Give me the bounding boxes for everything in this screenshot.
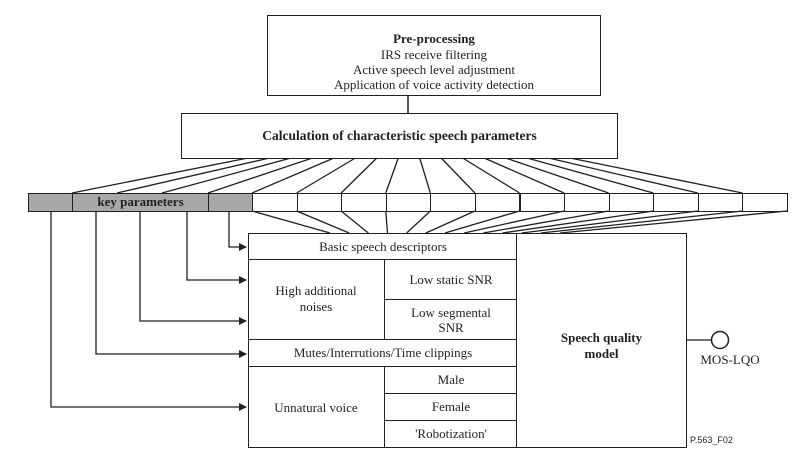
- fan-line: [548, 157, 698, 194]
- fan-line: [385, 157, 399, 194]
- fan-line: [251, 210, 331, 234]
- fan-line: [296, 157, 356, 194]
- fan-line: [483, 157, 565, 194]
- fan-top-lines: [71, 157, 743, 194]
- fan-bottom-lines: [251, 210, 788, 234]
- fan-line: [464, 210, 565, 234]
- divider: [248, 339, 518, 340]
- fan-line: [161, 157, 292, 194]
- preprocessing-title: Pre-processing: [393, 31, 475, 46]
- fan-line: [444, 210, 520, 234]
- fan-line: [116, 157, 270, 194]
- parameter-cell: [564, 193, 610, 212]
- key-parameters-label: key parameters: [97, 194, 184, 209]
- parameter-cell: [208, 193, 253, 212]
- figure-id-label: P.563_F02: [690, 435, 733, 445]
- divider: [384, 393, 518, 394]
- divider: [384, 299, 518, 300]
- arrow-basic-descriptors: [228, 211, 247, 251]
- fan-line: [440, 157, 476, 194]
- basic-speech-descriptors-label: Basic speech descriptors: [319, 239, 447, 254]
- divider: [248, 366, 518, 367]
- fan-line: [340, 210, 369, 234]
- speech-quality-model-label-line2: model: [584, 346, 619, 361]
- speech-quality-model-label-line1: Speech quality: [560, 330, 643, 345]
- arrow-mutes: [95, 211, 247, 358]
- fan-line: [559, 210, 788, 234]
- male-label: Male: [437, 372, 465, 387]
- fan-line: [526, 157, 654, 194]
- preprocessing-box: Pre-processing IRS receive filtering Act…: [267, 15, 601, 96]
- arrow-low-segmental-snr: [139, 211, 247, 325]
- parameter-cell: [474, 193, 521, 212]
- fan-line: [540, 210, 743, 234]
- parameter-cell: [519, 193, 566, 212]
- parameter-cell: [430, 193, 476, 212]
- parameter-cell: [252, 193, 298, 212]
- low-segmental-snr-label-line2: SNR: [438, 320, 464, 335]
- fan-line: [251, 157, 335, 194]
- fan-line: [505, 157, 609, 194]
- fan-line: [425, 210, 476, 234]
- divider: [384, 366, 385, 448]
- arrow-unnatural-voice: [50, 211, 247, 411]
- mos-lqo-label: MOS-LQO: [700, 352, 760, 367]
- parameter-cell: [742, 193, 788, 212]
- unnatural-voice-label: Unnatural voice: [274, 400, 358, 415]
- mutes-interruptions-label: Mutes/Interrutions/Time clippings: [293, 345, 473, 360]
- fan-line: [71, 157, 249, 194]
- fan-line: [419, 157, 431, 194]
- fan-line: [521, 210, 698, 234]
- parameter-cell: [385, 193, 432, 212]
- high-additional-noises-label-line1: High additional: [275, 283, 357, 298]
- preprocessing-step-irs: IRS receive filtering: [380, 47, 488, 62]
- high-additional-noises-label-line2: noises: [299, 299, 333, 314]
- fan-line: [462, 157, 520, 194]
- low-static-snr-label: Low static SNR: [409, 272, 493, 287]
- fan-line: [406, 210, 431, 234]
- divider: [384, 420, 518, 421]
- preprocessing-step-level: Active speech level adjustment: [352, 62, 516, 77]
- calculation-box: Calculation of characteristic speech par…: [181, 113, 618, 159]
- divider: [248, 259, 518, 260]
- parameter-cell: [28, 193, 73, 212]
- robotization-label: 'Robotization': [415, 426, 487, 441]
- fan-line: [483, 210, 609, 234]
- fan-line: [207, 157, 313, 194]
- parameter-cell: [608, 193, 655, 212]
- preprocessing-step-vad: Application of voice activity detection: [334, 77, 534, 92]
- output-node-icon: [710, 330, 730, 350]
- parameter-cell: [653, 193, 699, 212]
- fan-line: [296, 210, 350, 234]
- parameter-cell: [296, 193, 343, 212]
- parameter-cell: [697, 193, 744, 212]
- female-label: Female: [431, 399, 471, 414]
- fan-line: [502, 210, 654, 234]
- calculation-title: Calculation of characteristic speech par…: [262, 128, 537, 143]
- parameter-cell: [341, 193, 387, 212]
- speech-quality-model-box: Speech quality model: [516, 233, 687, 448]
- fan-line: [340, 157, 378, 194]
- low-segmental-snr-label-line1: Low segmental: [411, 305, 491, 320]
- arrow-low-static-snr: [186, 211, 247, 284]
- key-parameters-cell: key parameters: [72, 193, 209, 212]
- classification-box: [248, 233, 518, 448]
- fan-line: [569, 157, 743, 194]
- fan-line: [385, 210, 389, 234]
